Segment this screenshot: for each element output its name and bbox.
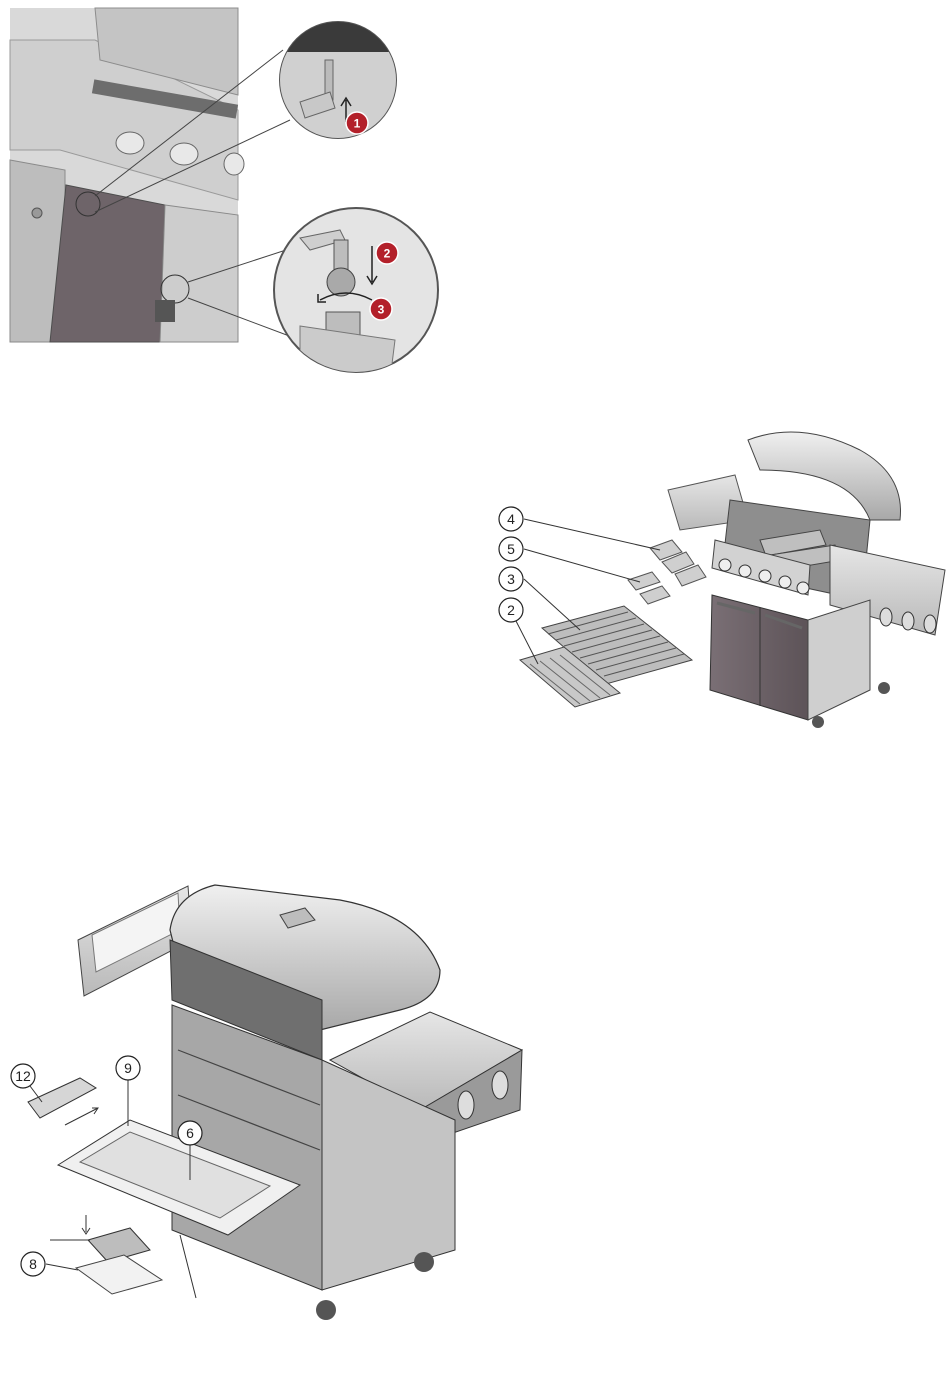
figure-hose-connection: 1 2 3: [10, 8, 438, 380]
svg-text:12: 12: [15, 1068, 31, 1084]
fig2-flame-tamers-5: [628, 572, 670, 604]
callout-8: 8: [21, 1252, 45, 1276]
svg-text:2: 2: [507, 602, 515, 618]
callout-6: 6: [178, 1121, 202, 1145]
svg-text:5: 5: [507, 541, 515, 557]
fig3-heat-shield-12: [28, 1078, 96, 1118]
fig2-cabinet: [710, 595, 808, 720]
callout-2: 2: [499, 598, 523, 622]
svg-text:4: 4: [507, 511, 515, 527]
callout-12: 12: [11, 1064, 35, 1088]
step-marker-3: 3: [370, 298, 392, 320]
step-marker-2: 2: [376, 242, 398, 264]
svg-text:3: 3: [507, 571, 515, 587]
callout-4: 4: [499, 507, 523, 531]
svg-text:6: 6: [186, 1125, 194, 1141]
svg-text:1: 1: [354, 117, 361, 131]
callout-5: 5: [499, 537, 523, 561]
fig3-grease-cup-8: [76, 1255, 162, 1294]
svg-text:8: 8: [29, 1256, 37, 1272]
step-marker-1: 1: [346, 112, 368, 134]
fig1-bolt: [32, 208, 42, 218]
svg-text:3: 3: [378, 303, 385, 317]
fig1-door-panel: [50, 185, 165, 342]
callout-3: 3: [499, 567, 523, 591]
figure-grate-removal: 4 5 3 2: [499, 432, 945, 728]
fig2-flame-tamers-4: [650, 540, 706, 586]
fig1-regulator: [155, 300, 175, 322]
fig2-cabinet-side: [808, 600, 870, 720]
svg-text:2: 2: [384, 247, 391, 261]
callout-9: 9: [116, 1056, 140, 1080]
figure-grease-tray: 12 9 6 8: [11, 885, 522, 1320]
fig1-zoom-detail-2: [274, 208, 438, 380]
fig1-zoom-detail-1: [280, 22, 400, 142]
svg-text:9: 9: [124, 1060, 132, 1076]
